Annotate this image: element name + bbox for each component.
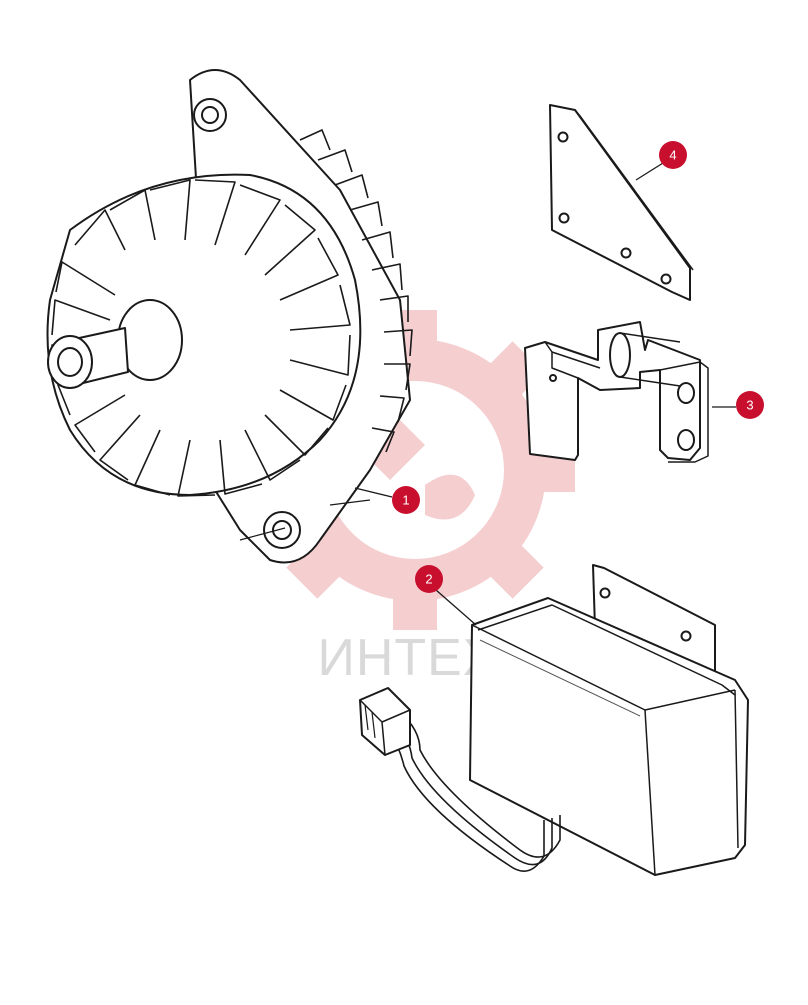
callout-number-2: 2 bbox=[425, 572, 432, 587]
callout-1: 1 bbox=[392, 486, 420, 514]
mounting-plate-drawing bbox=[549, 104, 694, 301]
callout-2: 2 bbox=[415, 565, 443, 593]
leader-line-2 bbox=[435, 589, 477, 626]
callout-circle-2 bbox=[415, 565, 443, 593]
mounting-bracket-drawing bbox=[524, 321, 709, 463]
callout-circle-4 bbox=[659, 141, 687, 169]
callout-circle-1 bbox=[392, 486, 420, 514]
callout-3: 3 bbox=[736, 391, 764, 419]
callout-number-1: 1 bbox=[402, 493, 409, 508]
callout-number-3: 3 bbox=[746, 398, 753, 413]
watermark-text: ИНТЕХ bbox=[317, 629, 498, 687]
leader-line-4 bbox=[635, 162, 664, 181]
voltage-regulator-drawing bbox=[359, 564, 749, 876]
callout-circle-3 bbox=[736, 391, 764, 419]
leader-line-1 bbox=[354, 487, 393, 498]
callout-number-4: 4 bbox=[669, 148, 676, 163]
alternator-drawing bbox=[46, 69, 413, 564]
callout-4: 4 bbox=[659, 141, 687, 169]
